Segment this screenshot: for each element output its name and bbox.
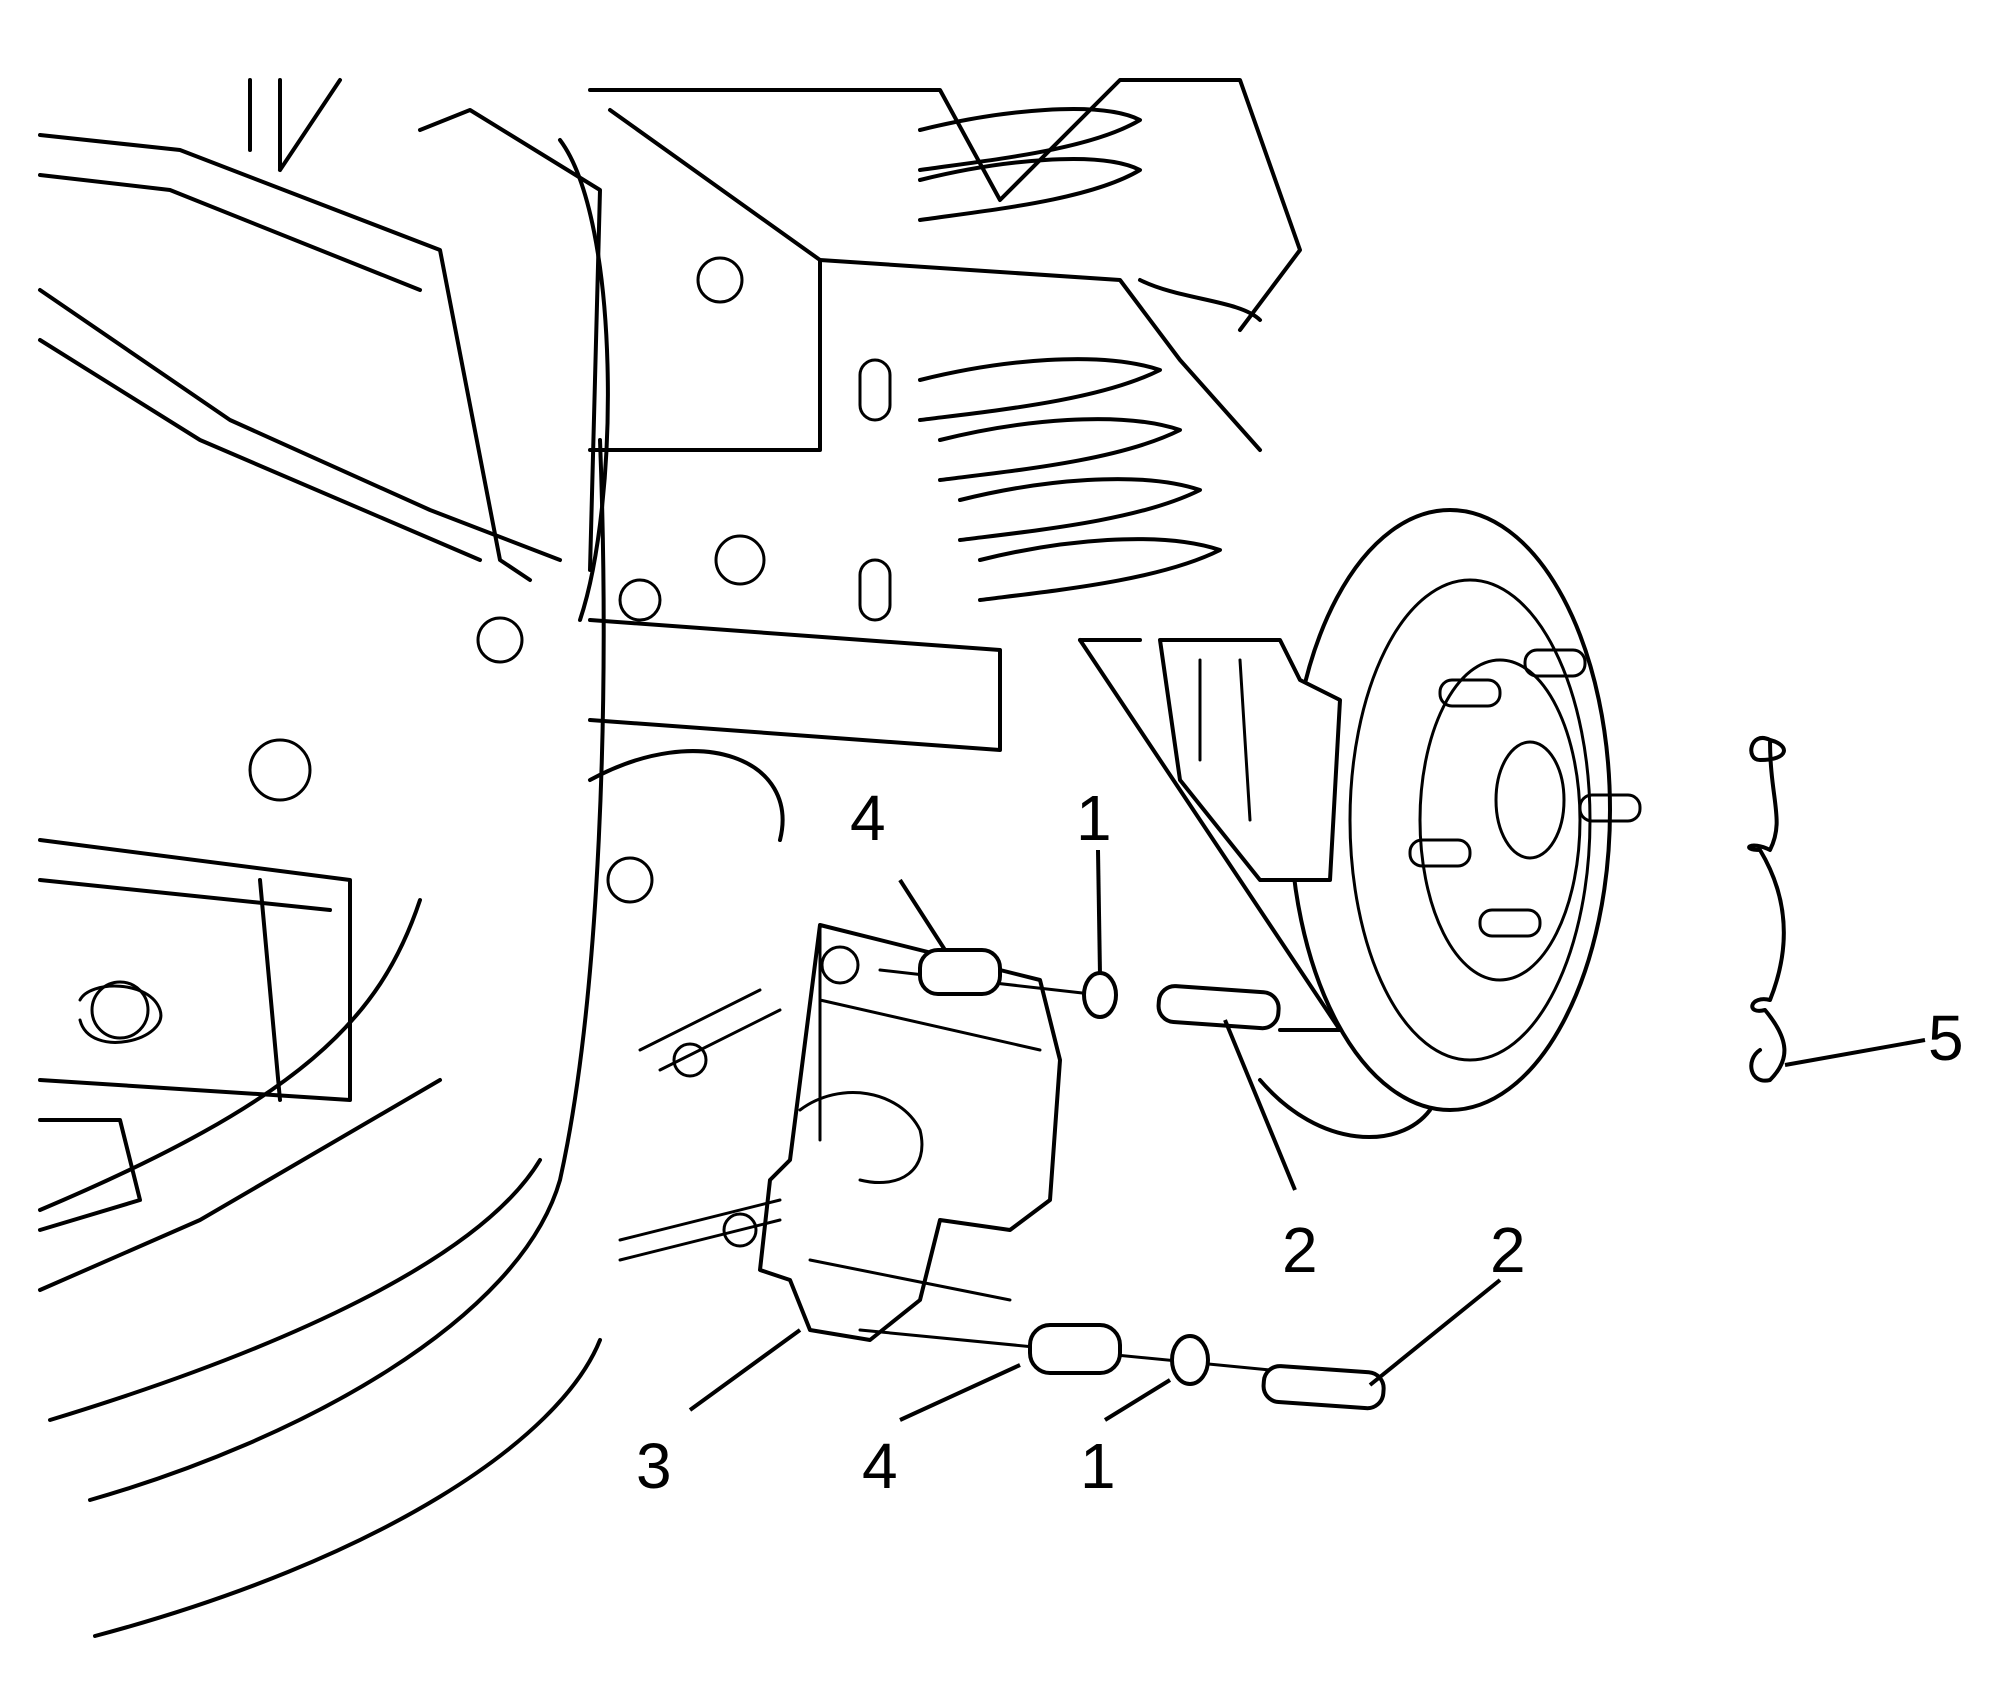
leader-2-right xyxy=(1368,1278,1502,1387)
brake-caliper xyxy=(618,923,1062,1342)
callout-4-bottom: 4 xyxy=(862,1430,898,1502)
leader-5 xyxy=(1784,1038,1926,1067)
callout-2-middle: 2 xyxy=(1282,1214,1318,1286)
suspension-crossmember xyxy=(588,78,1302,904)
callout-leaders xyxy=(688,849,1926,1422)
callout-1-bottom: 1 xyxy=(1080,1430,1116,1502)
callout-3: 3 xyxy=(636,1430,672,1502)
lower-guide-pin-set xyxy=(858,1323,1386,1411)
callout-2-right: 2 xyxy=(1490,1214,1526,1286)
brake-rotor xyxy=(1258,508,1642,1139)
leader-1-bottom xyxy=(1103,1378,1172,1422)
leader-4-bottom xyxy=(899,1363,1021,1422)
boot-upper xyxy=(1082,971,1118,1019)
vehicle-frame-structure xyxy=(38,78,610,1638)
callout-labels: 1 1 2 2 3 4 4 5 xyxy=(636,782,1964,1502)
guide-pin-upper xyxy=(1156,984,1281,1031)
callout-5: 5 xyxy=(1928,1002,1964,1074)
anti-rattle-clip xyxy=(1747,736,1787,1083)
bushing-upper xyxy=(918,948,1002,996)
leader-1-top xyxy=(1096,849,1102,976)
leader-2-middle xyxy=(1223,1019,1297,1191)
guide-pin-lower xyxy=(1261,1364,1386,1411)
caliper-bracket xyxy=(1078,638,1342,1032)
coil-spring xyxy=(918,107,1262,602)
bushing-lower xyxy=(1028,1323,1122,1375)
callout-4-top: 4 xyxy=(850,782,886,854)
boot-lower xyxy=(1170,1334,1210,1386)
upper-guide-pin-set xyxy=(878,948,1281,1031)
leader-4-top xyxy=(898,878,947,952)
callout-1-top: 1 xyxy=(1076,782,1112,854)
leader-3 xyxy=(688,1328,802,1412)
